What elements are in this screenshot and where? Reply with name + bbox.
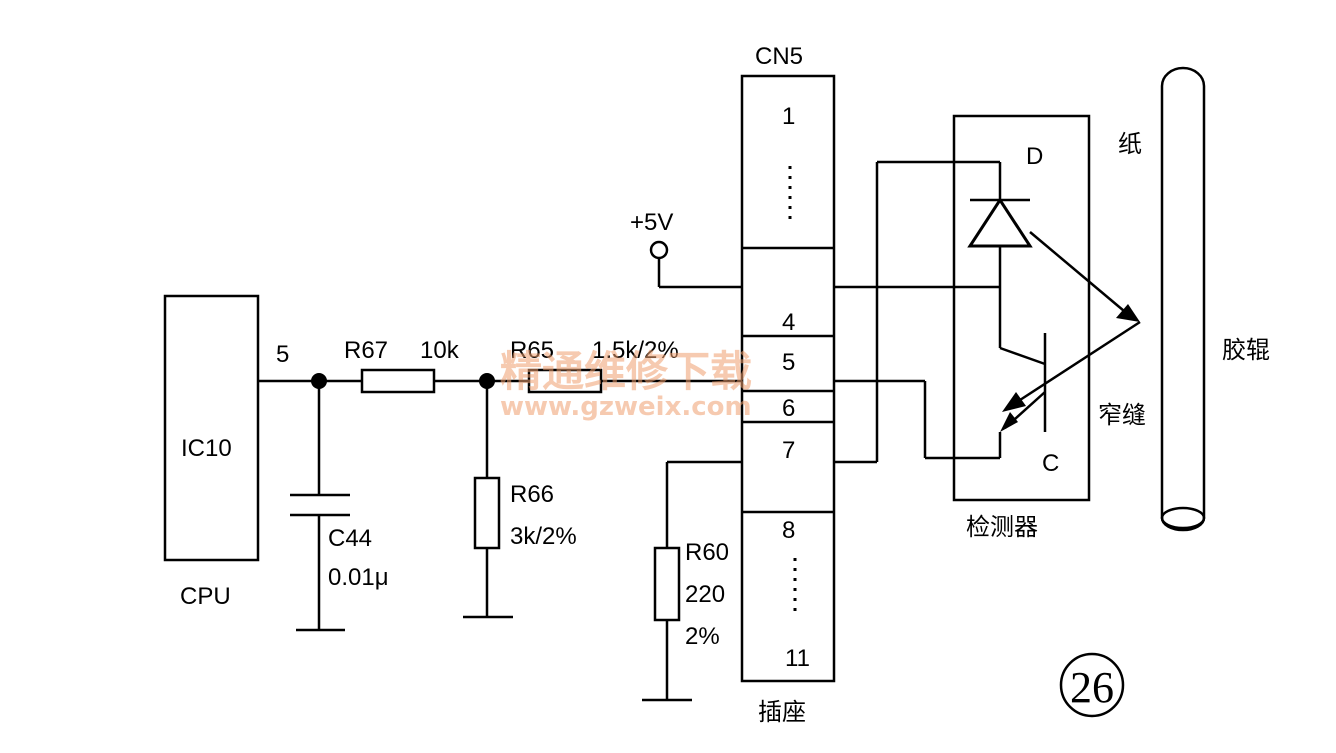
paper-label: 纸 (1118, 130, 1142, 158)
roller-label: 胶辊 (1222, 336, 1270, 364)
cn5-name: CN5 (755, 43, 803, 70)
cn5-pin-5: 5 (782, 349, 795, 376)
resistor-r66 (473, 476, 501, 550)
figure-number: 26 (1070, 663, 1114, 712)
detector-emitter-label: D (1026, 143, 1043, 170)
c44-value: 0.01μ (328, 564, 389, 591)
cn5-caption: 插座 (758, 698, 806, 726)
cpu-pin-number: 5 (276, 341, 289, 368)
detector-box (952, 114, 1091, 502)
cpu-chip-label: IC10 (181, 435, 232, 462)
cpu-caption: CPU (180, 583, 231, 610)
rubber-roller-end (1160, 506, 1206, 530)
figure-number-circle (1059, 652, 1125, 718)
r65-value: 1.5k/2% (592, 337, 679, 364)
phototransistor-collector (999, 346, 1046, 366)
supply-terminal-icon (649, 240, 669, 260)
slit-label: 窄缝 (1098, 401, 1146, 429)
cn5-pin-1: 1 (782, 103, 795, 130)
cn5-pin-8: 8 (782, 517, 795, 544)
resistor-r67 (360, 368, 436, 394)
light-ray-incident (1029, 231, 1131, 317)
emitter-arrow-icon (1000, 412, 1018, 432)
cn5-pin-4: 4 (782, 309, 795, 336)
rubber-roller-body (1160, 66, 1206, 532)
r60-tolerance: 2% (685, 623, 720, 650)
detector-caption: 检测器 (966, 513, 1038, 541)
c44-name: C44 (328, 525, 372, 552)
cn5-pin-11: 11 (785, 645, 810, 672)
r60-name: R60 (685, 539, 729, 566)
watermark-title: 精通维修下载 (500, 347, 752, 396)
light-ray-arrowhead-1 (1116, 304, 1140, 322)
r67-name: R67 (344, 337, 388, 364)
resistor-r60 (653, 546, 681, 622)
diode-triangle-icon (967, 197, 1033, 248)
r67-value: 10k (420, 337, 460, 364)
r66-name: R66 (510, 481, 554, 508)
light-ray-reflected (1019, 320, 1141, 402)
r65-name: R65 (510, 337, 554, 364)
cn5-pin-7: 7 (782, 437, 795, 464)
supply-label: +5V (630, 209, 673, 236)
detector-collector-label: C (1042, 450, 1059, 477)
r60-value: 220 (685, 581, 725, 608)
cn5-pin-6: 6 (782, 395, 795, 422)
cpu-ic10-block (163, 294, 260, 562)
watermark-url: www.gzweix.com (500, 392, 752, 422)
r66-value: 3k/2% (510, 523, 577, 550)
connector-cn5-body (740, 74, 836, 683)
light-ray-arrowhead-2 (1002, 392, 1026, 412)
